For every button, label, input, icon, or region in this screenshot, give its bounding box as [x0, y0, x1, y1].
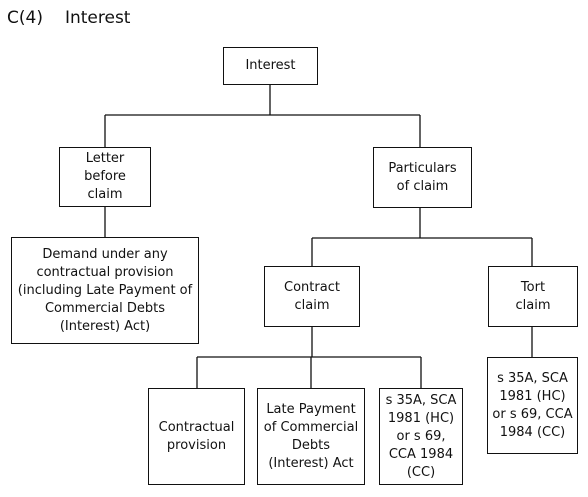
node-tort-claim: Tort claim: [488, 266, 578, 327]
node-late-payment-act: Late Payment of Commercial Debts (Intere…: [257, 388, 365, 485]
node-contractual-provision: Contractual provision: [148, 388, 245, 485]
node-letter-before-claim: Letter before claim: [59, 147, 151, 207]
node-statute-tort-claim: s 35A, SCA 1981 (HC) or s 69, CCA 1984 (…: [487, 357, 578, 454]
section-heading: C(4) Interest: [7, 7, 130, 29]
node-particulars-of-claim: Particulars of claim: [373, 147, 472, 208]
node-statute-contract-claim: s 35A, SCA 1981 (HC) or s 69, CCA 1984 (…: [379, 388, 463, 485]
section-title: Interest: [64, 8, 131, 28]
node-demand-under-contract: Demand under any contractual provision (…: [11, 237, 199, 344]
node-contract-claim: Contract claim: [264, 266, 360, 327]
node-interest: Interest: [223, 47, 318, 85]
section-number: C(4): [7, 8, 43, 28]
